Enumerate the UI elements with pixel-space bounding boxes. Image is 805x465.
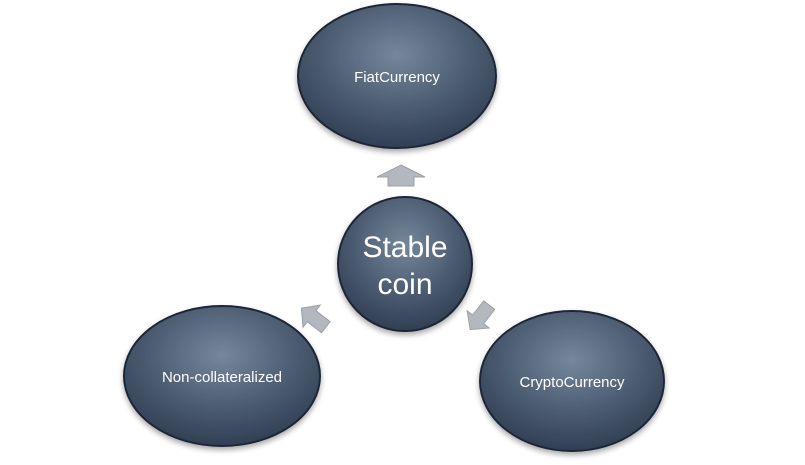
node-fiat-currency	[297, 3, 497, 149]
center-node	[337, 196, 473, 332]
node-non-collateralized-label: Non-collateralized	[162, 369, 282, 386]
arrow-lower-right-icon	[466, 300, 496, 331]
arrow-up-icon	[376, 164, 426, 187]
node-crypto-currency	[479, 310, 665, 452]
center-node-label-line1: Stable	[362, 231, 447, 264]
node-fiat-currency-label: FiatCurrency	[354, 69, 440, 86]
arrow-lower-left-icon	[300, 304, 331, 334]
center-node-label-line2: coin	[377, 268, 432, 301]
node-crypto-currency-label: CryptoCurrency	[519, 374, 625, 391]
node-non-collateralized	[123, 305, 321, 447]
